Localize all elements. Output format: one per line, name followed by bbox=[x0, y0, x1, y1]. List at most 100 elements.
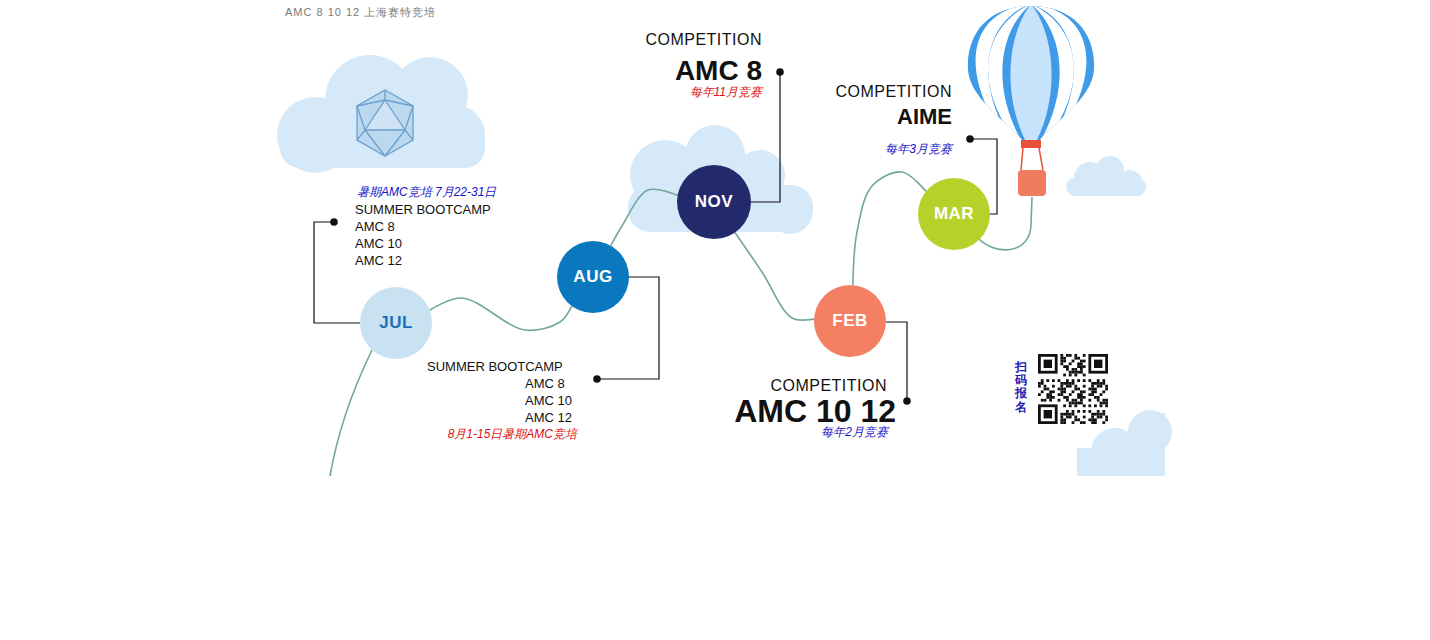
qr-code-part bbox=[1083, 385, 1086, 388]
qr-code-part bbox=[1077, 365, 1080, 368]
qr-code-part bbox=[1069, 385, 1072, 388]
qr-code-part bbox=[1038, 385, 1041, 388]
qr-code-part bbox=[1102, 379, 1105, 382]
qr-code-part bbox=[1102, 402, 1105, 405]
qr-code-part bbox=[1097, 413, 1100, 416]
qr-code-part bbox=[1094, 360, 1102, 368]
qr-code-part bbox=[1100, 393, 1103, 396]
qr-code-part bbox=[1088, 418, 1091, 421]
qr-code-part bbox=[1083, 410, 1086, 413]
qr-code-part bbox=[1069, 371, 1072, 374]
qr-code-part bbox=[1069, 382, 1072, 385]
month-label: JUL bbox=[379, 313, 413, 333]
qr-code-part bbox=[1091, 385, 1094, 388]
qr-code-part bbox=[1094, 390, 1097, 393]
qr-code-part bbox=[1063, 396, 1066, 399]
qr-code-part bbox=[1100, 402, 1103, 405]
qr-code-part bbox=[1060, 362, 1063, 365]
qr-code-part bbox=[1060, 388, 1063, 391]
qr-code-part bbox=[1063, 413, 1066, 416]
qr-code-part bbox=[1044, 410, 1052, 418]
leader-line-part bbox=[886, 322, 907, 401]
qr-code-part bbox=[1066, 385, 1069, 388]
qr-code-part bbox=[1094, 404, 1097, 407]
qr-code-part bbox=[1074, 374, 1077, 377]
qr-code-part bbox=[1038, 404, 1058, 424]
qr-code-part bbox=[1069, 416, 1072, 419]
qr-code-part bbox=[1066, 416, 1069, 419]
qr-code-part bbox=[1052, 385, 1055, 388]
qr-code-part bbox=[1083, 379, 1086, 382]
qr-code-part bbox=[1094, 388, 1097, 391]
qr-code-part bbox=[1063, 421, 1066, 424]
qr-code-part bbox=[1105, 404, 1108, 407]
qr-code-part bbox=[1038, 393, 1041, 396]
qr-code-part bbox=[1066, 382, 1069, 385]
qr-code-part bbox=[1060, 421, 1063, 424]
qr-code-part bbox=[1097, 416, 1100, 419]
qr-code-part bbox=[1041, 382, 1044, 385]
qr-code-part bbox=[1102, 399, 1105, 402]
qr-code-part bbox=[1072, 390, 1075, 393]
month-circle: FEB bbox=[814, 285, 886, 357]
hot-air-balloon-part-part bbox=[1031, 4, 1086, 142]
qr-code-part bbox=[1102, 421, 1105, 424]
leader-dot-part bbox=[330, 218, 338, 226]
course-line: AMC 12 bbox=[355, 253, 402, 269]
cloud-part bbox=[1066, 178, 1146, 196]
timeline-curve-part bbox=[330, 350, 372, 476]
qr-code-part bbox=[1038, 354, 1058, 374]
qr-code-part bbox=[1083, 360, 1086, 363]
qr-code-part bbox=[1063, 388, 1066, 391]
qr-code-part bbox=[1063, 404, 1066, 407]
month-label: FEB bbox=[832, 311, 868, 331]
qr-code-part bbox=[1046, 396, 1049, 399]
qr-code-part bbox=[1105, 388, 1108, 391]
date-note: 暑期AMC竞培 7月22-31日 bbox=[357, 185, 496, 199]
cloud-part bbox=[1140, 413, 1165, 476]
qr-code-part bbox=[1069, 402, 1072, 405]
qr-code-part bbox=[1074, 402, 1077, 405]
qr-code-part bbox=[1088, 404, 1091, 407]
qr-code-part bbox=[1044, 388, 1047, 391]
qr-code-part bbox=[1091, 416, 1094, 419]
qr-code-part bbox=[1100, 404, 1103, 407]
qr-code-part bbox=[1083, 416, 1086, 419]
leader-line-part bbox=[751, 72, 780, 202]
qr-code-part bbox=[1072, 410, 1075, 413]
qr-code-part bbox=[1049, 390, 1052, 393]
qr-code-part bbox=[1066, 396, 1069, 399]
timeline-curve bbox=[735, 233, 814, 321]
qr-code-part bbox=[1060, 418, 1063, 421]
qr-code-part bbox=[1083, 404, 1086, 407]
qr-code-part bbox=[1072, 371, 1075, 374]
course-line: AMC 10 bbox=[355, 236, 402, 252]
signup-text: 扫码报名 bbox=[1015, 361, 1027, 414]
qr-code-part bbox=[1094, 421, 1097, 424]
qr-code-part bbox=[1074, 354, 1077, 357]
qr-code-part bbox=[1074, 388, 1077, 391]
qr-code-part bbox=[1066, 410, 1069, 413]
qr-code-part bbox=[1105, 385, 1108, 388]
timeline-curve bbox=[430, 298, 572, 330]
qr-code-part bbox=[1088, 388, 1091, 391]
qr-code-part bbox=[1066, 354, 1069, 357]
qr-code-part bbox=[1060, 385, 1063, 388]
leader-dot-part bbox=[903, 397, 911, 405]
timeline-curve-part bbox=[978, 197, 1032, 250]
hot-air-balloon bbox=[968, 4, 1094, 196]
qr-code-part bbox=[1080, 402, 1083, 405]
month-circle: AUG bbox=[557, 241, 629, 313]
qr-code-part bbox=[1046, 379, 1049, 382]
logo-icosahedron bbox=[357, 90, 413, 156]
qr-code-part bbox=[1041, 399, 1044, 402]
cloud bbox=[277, 55, 485, 173]
qr-code-part bbox=[1102, 382, 1105, 385]
qr-code-part bbox=[1058, 399, 1061, 402]
qr-code-part bbox=[1080, 362, 1083, 365]
leader-dot-part bbox=[593, 375, 601, 383]
qr-code-part bbox=[1091, 418, 1094, 421]
